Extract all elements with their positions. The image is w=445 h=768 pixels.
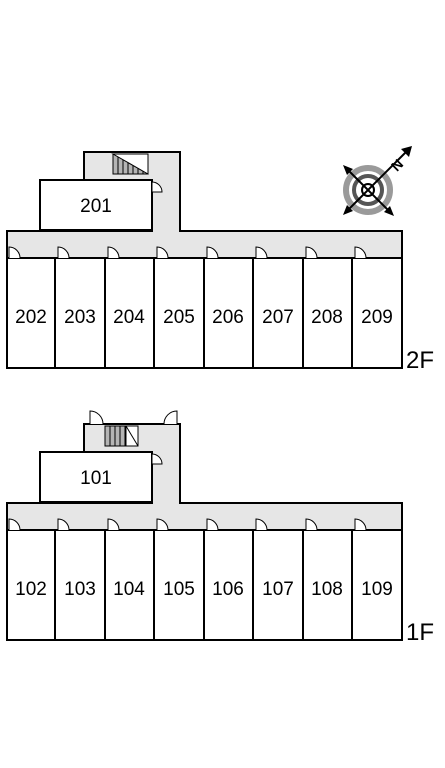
room-number-201: 201 bbox=[80, 196, 112, 217]
door-icon bbox=[89, 410, 104, 425]
door-icon bbox=[305, 246, 318, 259]
room-number: 209 bbox=[361, 307, 393, 328]
room-number: 103 bbox=[64, 579, 96, 600]
door-icon bbox=[156, 518, 169, 531]
room-number: 108 bbox=[311, 579, 343, 600]
door-icon bbox=[8, 518, 21, 531]
room-number: 105 bbox=[163, 579, 195, 600]
door-icon bbox=[57, 246, 70, 259]
door-icon bbox=[255, 246, 268, 259]
door-icon bbox=[156, 246, 169, 259]
door-icon bbox=[305, 518, 318, 531]
compass-north-label: N bbox=[388, 156, 406, 174]
floor-1f: 101 102 103 104 105 106 107 108 bbox=[6, 410, 434, 646]
door-icon bbox=[206, 246, 219, 259]
floor-label-2f: 2F bbox=[406, 347, 434, 374]
room-number: 208 bbox=[311, 307, 343, 328]
door-icon bbox=[255, 518, 268, 531]
door-icon bbox=[107, 246, 120, 259]
room-number: 102 bbox=[15, 579, 47, 600]
room-number: 205 bbox=[163, 307, 195, 328]
room-number: 203 bbox=[64, 307, 96, 328]
room-number: 206 bbox=[212, 307, 244, 328]
door-icon bbox=[354, 246, 367, 259]
room-number: 207 bbox=[262, 307, 294, 328]
room-number: 104 bbox=[113, 579, 145, 600]
door-icon bbox=[57, 518, 70, 531]
room-number: 106 bbox=[212, 579, 244, 600]
room-101 bbox=[39, 451, 153, 503]
door-icon bbox=[206, 518, 219, 531]
room-number-101: 101 bbox=[80, 468, 112, 489]
door-icon bbox=[163, 410, 178, 425]
staircase-icon bbox=[111, 153, 149, 175]
room-201 bbox=[39, 179, 153, 231]
door-icon bbox=[107, 518, 120, 531]
room-number: 202 bbox=[15, 307, 47, 328]
door-icon bbox=[151, 453, 163, 465]
door-icon bbox=[8, 246, 21, 259]
floor-label-1f: 1F bbox=[406, 619, 434, 646]
floor-2f: 201 202 203 204 205 206 207 bbox=[6, 151, 434, 374]
room-number: 109 bbox=[361, 579, 393, 600]
door-icon bbox=[354, 518, 367, 531]
compass-north-arrow-icon: N bbox=[343, 146, 412, 216]
room-number: 107 bbox=[262, 579, 294, 600]
room-number: 204 bbox=[113, 307, 145, 328]
staircase-icon bbox=[104, 425, 139, 447]
door-icon bbox=[151, 181, 163, 193]
